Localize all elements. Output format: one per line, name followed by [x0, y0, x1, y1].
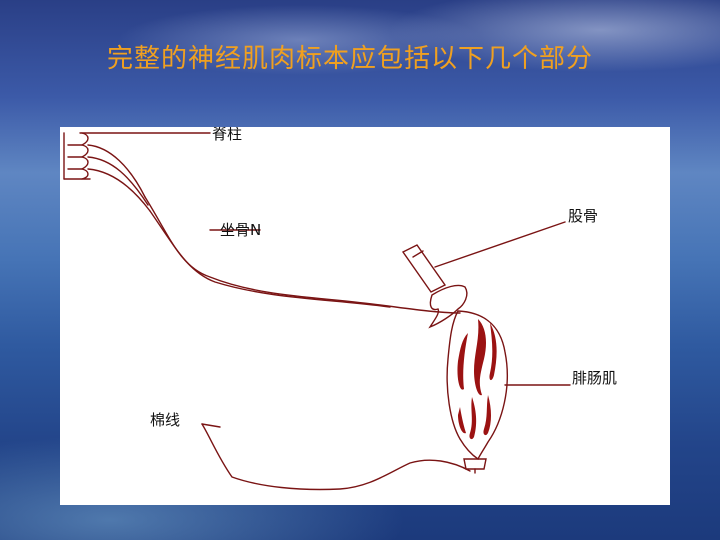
gastrocnemius-muscle: [446, 310, 571, 474]
slide-title: 完整的神经肌肉标本应包括以下几个部分: [106, 44, 593, 74]
femur-bone: [401, 221, 566, 293]
label-femur: 股骨: [568, 207, 598, 225]
label-spine: 脊柱: [212, 127, 242, 143]
label-cotton-thread: 棉线: [150, 411, 180, 429]
label-sciatic-nerve: 坐骨N: [220, 221, 261, 239]
cotton-thread: [201, 423, 471, 491]
nerve-muscle-diagram: 脊柱 坐骨N 股骨 腓肠肌 棉线: [60, 127, 670, 505]
sciatic-nerve: [87, 144, 461, 314]
knee-joint: [428, 284, 468, 329]
label-gastrocnemius: 腓肠肌: [572, 369, 617, 387]
muscle-fibers: [457, 319, 497, 440]
spine-vertebrae: [63, 132, 211, 180]
